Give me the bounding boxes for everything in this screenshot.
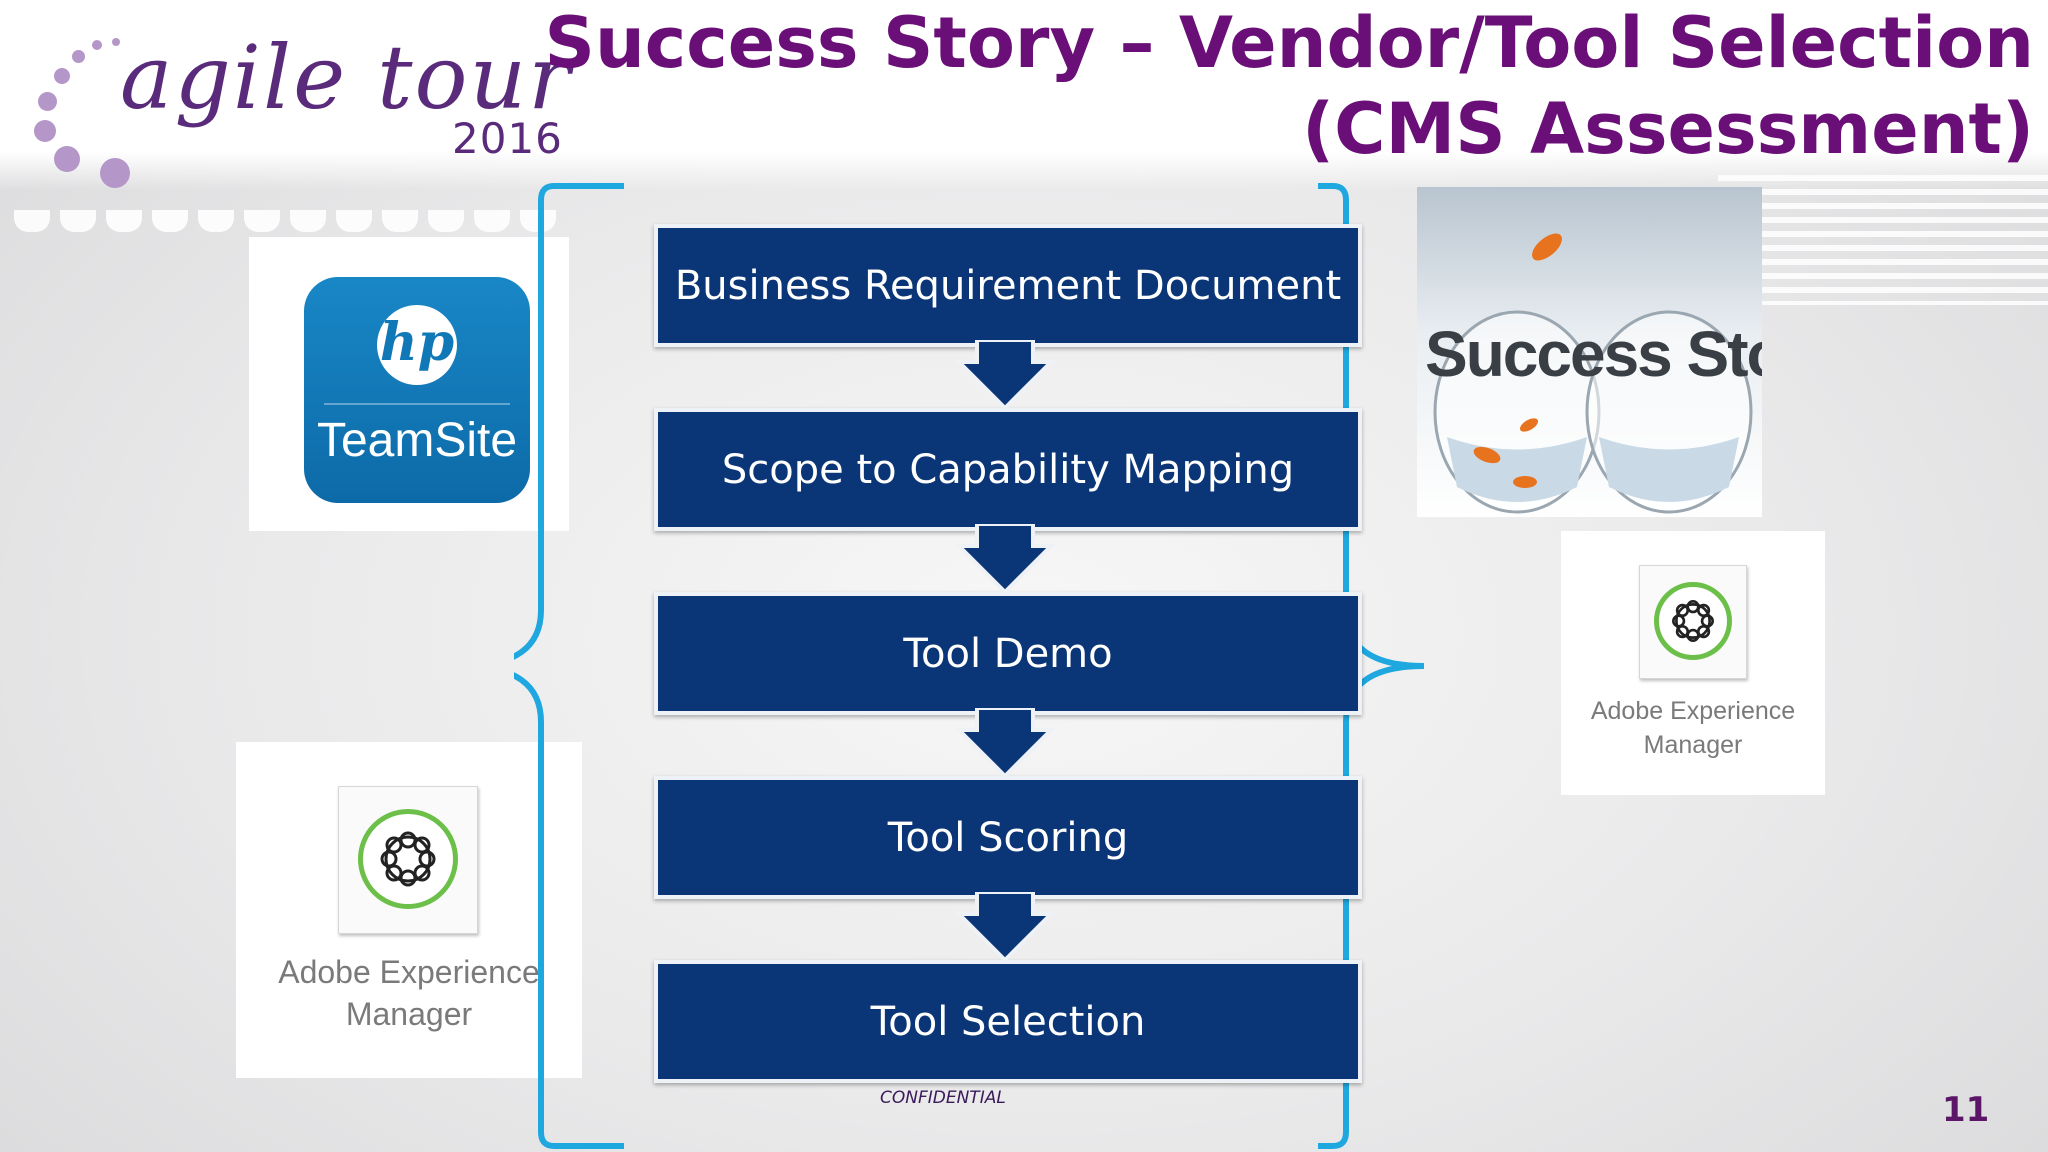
- down-arrow-icon: [955, 340, 1055, 410]
- confidential-label: CONFIDENTIAL: [880, 1088, 1006, 1108]
- flow-step-tool-selection: Tool Selection: [654, 960, 1362, 1083]
- page-number: 11: [1942, 1090, 1990, 1130]
- decorative-scallop: [0, 210, 574, 236]
- title-line-2: (CMS Assessment): [1302, 88, 2034, 170]
- aem-label-line-2: Manager: [345, 996, 473, 1032]
- teamsite-panel: hp TeamSite: [249, 237, 569, 531]
- title-line-1: Success Story – Vendor/Tool Selection: [544, 2, 2034, 84]
- flow-step-tool-scoring: Tool Scoring: [654, 776, 1362, 899]
- down-arrow-icon: [955, 524, 1055, 594]
- aem-logo-icon: [1654, 582, 1732, 660]
- aem-label-line-1: Adobe Experience: [1590, 697, 1796, 725]
- flow-step-business-requirement: Business Requirement Document: [654, 224, 1362, 347]
- flow-step-tool-demo: Tool Demo: [654, 592, 1362, 715]
- logo-dot: [112, 38, 120, 46]
- flow-step-scope-mapping: Scope to Capability Mapping: [654, 408, 1362, 531]
- logo-dot: [92, 40, 102, 50]
- aem-panel-left: Adobe Experience Manager: [236, 742, 582, 1078]
- logo-year: 2016: [452, 114, 563, 163]
- logo-dot: [34, 120, 56, 142]
- success-story-photo-text: Success Story: [1425, 318, 1762, 390]
- logo-dot: [100, 158, 130, 188]
- logo-dot: [38, 92, 57, 111]
- aem-label-line-1: Adobe Experience: [278, 954, 540, 990]
- hp-logo-icon: hp: [377, 305, 457, 385]
- logo-text: agile tour: [120, 26, 573, 129]
- slide-title: Success Story – Vendor/Tool Selection (C…: [545, 0, 2034, 172]
- fishbowl-illustration: [1433, 233, 1753, 514]
- teamsite-logo-icon: hp TeamSite: [304, 277, 530, 503]
- aem-panel-right: Adobe Experience Manager: [1561, 531, 1825, 795]
- logo-dot: [54, 146, 80, 172]
- divider: [324, 403, 510, 405]
- logo-dot: [54, 68, 70, 84]
- aem-logo-icon: [358, 809, 458, 909]
- aem-label-line-2: Manager: [1643, 731, 1743, 759]
- success-story-photo: Success Story: [1417, 187, 1762, 517]
- decorative-stripes: [1718, 175, 2048, 305]
- left-brace: [514, 183, 624, 1149]
- down-arrow-icon: [955, 708, 1055, 778]
- down-arrow-icon: [955, 892, 1055, 962]
- logo-dot: [72, 50, 85, 63]
- header-band: [0, 0, 2048, 190]
- aem-knot-icon: [1672, 600, 1714, 642]
- right-brace: [1318, 183, 1425, 1149]
- agile-tour-logo: agile tour 2016: [26, 26, 586, 188]
- teamsite-label: TeamSite: [316, 414, 518, 467]
- aem-app-tile: [1639, 565, 1747, 679]
- aem-app-tile: [338, 786, 478, 934]
- aem-knot-icon: [380, 831, 436, 887]
